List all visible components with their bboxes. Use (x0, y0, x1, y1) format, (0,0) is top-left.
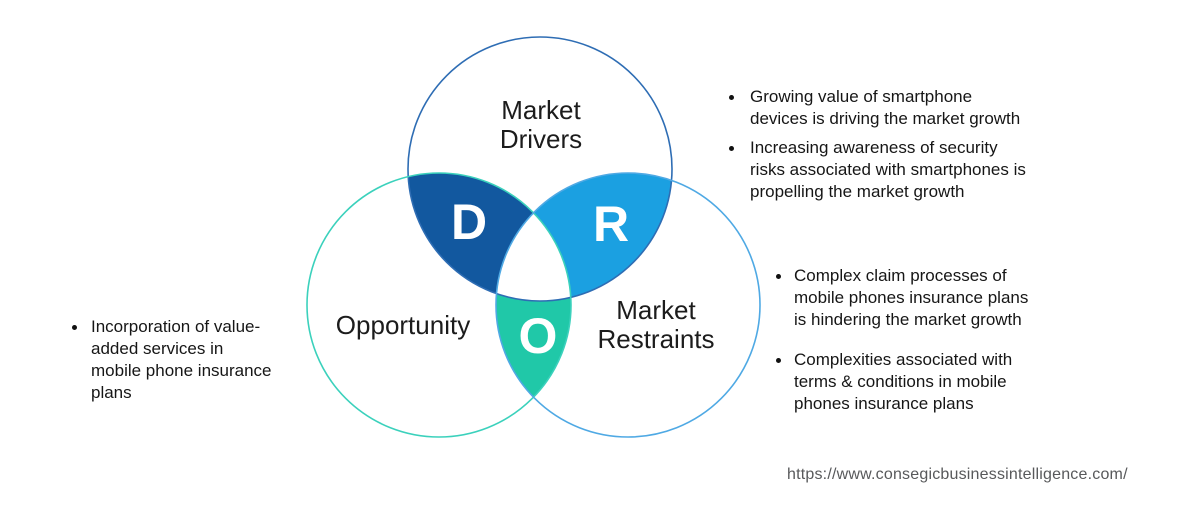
bullet-dot-icon (729, 95, 734, 100)
restraint-bullet-text: Complex claim processes of mobile phones… (794, 266, 1029, 329)
restraints-lens-letter: R (592, 196, 630, 252)
drivers-bullet-list: Growing value of smartphone devices is d… (729, 86, 1026, 203)
drivers-circle-label: Market Drivers (499, 95, 583, 154)
restraint-bullet-text: Complexities associated with terms & con… (794, 350, 1013, 413)
bullet-dot-icon (72, 325, 77, 330)
driver-bullet-item: Increasing awareness of security risks a… (729, 137, 1026, 203)
restraints-circle-label: Market Restraints (597, 295, 715, 354)
opportunity-bullet-list: Incorporation of value- added services i… (72, 316, 272, 404)
opportunity-lens-letter: O (518, 308, 558, 364)
restraints-bullet-list: Complex claim processes of mobile phones… (776, 265, 1028, 415)
drivers-lens-letter: D (450, 194, 488, 250)
driver-bullet-item: Growing value of smartphone devices is d… (729, 86, 1026, 130)
source-url-text: https://www.consegicbusinessintelligence… (787, 466, 1128, 483)
opportunity-bullet-item: Incorporation of value- added services i… (72, 316, 272, 404)
restraints-lens-shape (496, 173, 672, 301)
bullet-dot-icon (729, 146, 734, 151)
restraints-circle-outline (495, 172, 761, 438)
opportunity-circle-outline (306, 172, 572, 438)
bullet-dot-icon (776, 274, 781, 279)
driver-bullet-text: Increasing awareness of security risks a… (750, 138, 1026, 201)
restraint-bullet-item: Complexities associated with terms & con… (776, 349, 1028, 415)
drivers-lens-shape (408, 173, 571, 301)
bullet-dot-icon (776, 358, 781, 363)
driver-bullet-text: Growing value of smartphone devices is d… (750, 87, 1021, 128)
drivers-circle-outline (407, 36, 673, 302)
opportunity-bullet-text: Incorporation of value- added services i… (91, 317, 272, 402)
opportunity-circle-label: Opportunity (335, 310, 471, 340)
restraint-bullet-item: Complex claim processes of mobile phones… (776, 265, 1028, 331)
